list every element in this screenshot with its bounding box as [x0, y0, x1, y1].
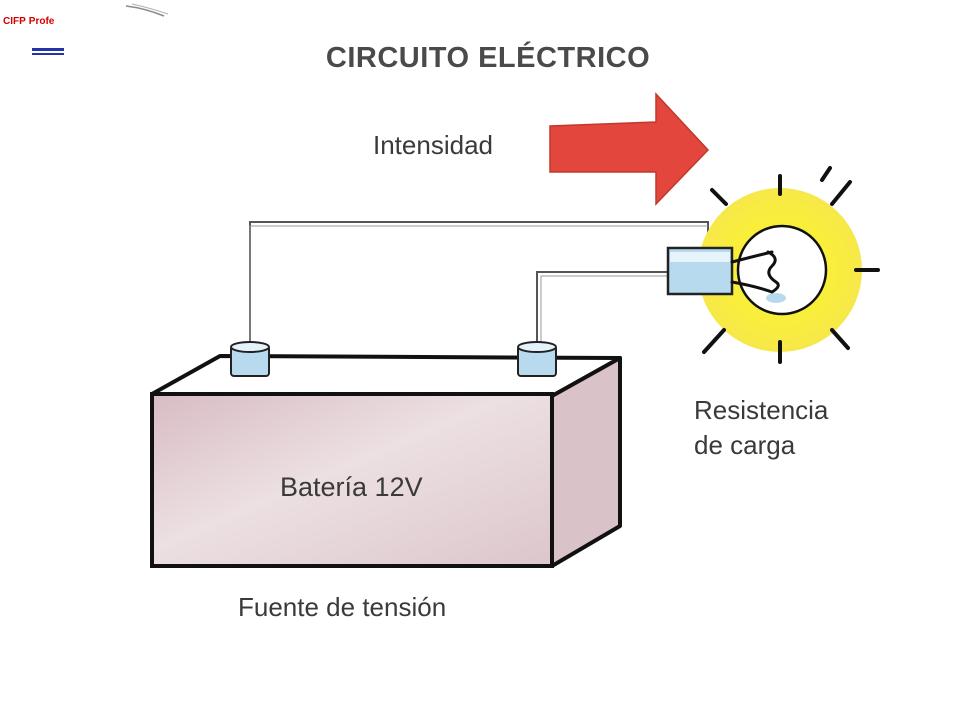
battery-label: Batería 12V — [280, 472, 423, 502]
bulb-glass — [736, 224, 828, 316]
load-resistance-label-line1: Resistencia — [694, 395, 829, 425]
intensity-label: Intensidad — [373, 130, 493, 160]
logo-underline-2 — [32, 53, 64, 55]
battery — [150, 341, 622, 568]
negative-terminal — [517, 341, 557, 377]
positive-terminal — [230, 341, 270, 377]
swoosh-decoration — [125, 3, 169, 17]
wire-positive — [249, 221, 709, 348]
logo-text-profe: Profe — [28, 16, 55, 27]
load-resistance-label-line2: de carga — [694, 430, 796, 460]
intensity-arrow — [549, 92, 710, 206]
light-rays — [702, 166, 880, 364]
voltage-source-label: Fuente de tensión — [238, 592, 447, 622]
light-bulb — [666, 166, 880, 364]
bulb-filament — [730, 250, 780, 294]
logo-underline — [32, 48, 64, 51]
diagram-title: CIRCUITO ELÉCTRICO — [325, 42, 651, 74]
logo-text-cifp: CIFP — [3, 16, 26, 27]
battery-side-face — [550, 356, 622, 568]
wire-negative — [536, 271, 672, 348]
battery-front-face — [150, 392, 554, 568]
